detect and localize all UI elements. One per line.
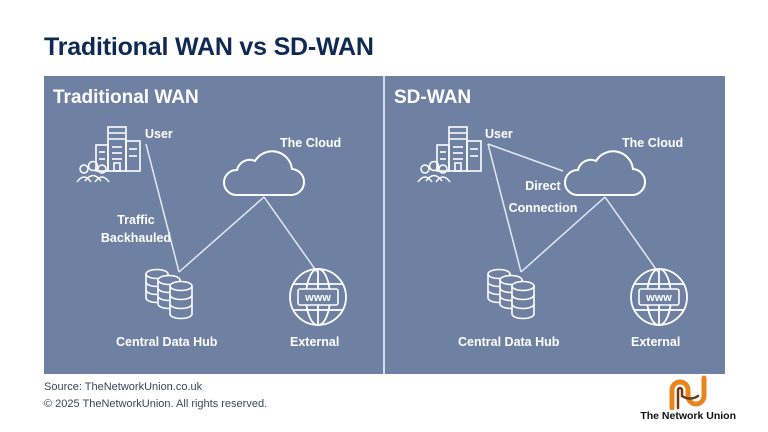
cloud-icon xyxy=(564,150,646,197)
user-to-hub-line xyxy=(145,143,180,273)
source-text: Source: TheNetworkUnion.co.uk xyxy=(44,381,203,393)
direct-label-line1: Direct xyxy=(525,179,561,193)
cloud-label: The Cloud xyxy=(280,136,342,150)
network-union-logo-icon xyxy=(669,375,707,410)
building-icon xyxy=(76,126,141,183)
panel-title: SD-WAN xyxy=(394,87,472,108)
traffic-backhauled-label: Traffic Backhauled xyxy=(96,211,176,247)
external-label: External xyxy=(290,335,340,349)
globe-icon: www xyxy=(289,268,347,326)
cloud-to-hub-line xyxy=(520,196,606,273)
hub-label: Central Data Hub xyxy=(116,335,218,349)
traffic-label-line1: Traffic xyxy=(117,213,155,227)
cloud-to-hub-line xyxy=(178,196,265,273)
direct-label-line2: Connection xyxy=(508,201,578,215)
sd-wan-panel: SD-WAN User xyxy=(385,76,725,374)
hub-label: Central Data Hub xyxy=(458,335,560,349)
user-label: User xyxy=(485,127,513,141)
user-to-cloud-line xyxy=(487,143,564,172)
database-icon xyxy=(487,268,535,320)
www-text: www xyxy=(645,292,672,304)
panel-divider xyxy=(383,76,385,374)
building-icon xyxy=(417,126,482,183)
copyright-text: © 2025 TheNetworkUnion. All rights reser… xyxy=(44,398,268,410)
connection-lines xyxy=(145,143,318,273)
database-icon xyxy=(145,268,193,320)
user-label: User xyxy=(145,127,173,141)
traditional-wan-panel: Traditional WAN xyxy=(44,76,384,374)
cloud-icon xyxy=(223,150,305,197)
page-title: Traditional WAN vs SD-WAN xyxy=(44,33,374,61)
panel-title: Traditional WAN xyxy=(53,87,199,108)
connection-lines xyxy=(487,143,659,273)
cloud-to-external-line xyxy=(263,196,318,273)
direct-connection-label: Direct Connection xyxy=(500,175,586,219)
brand-name: The Network Union xyxy=(640,410,736,422)
external-label: External xyxy=(631,335,681,349)
user-to-hub-line xyxy=(487,143,522,273)
cloud-to-external-line xyxy=(604,196,659,273)
cloud-label: The Cloud xyxy=(622,136,684,150)
globe-icon: www xyxy=(630,268,688,326)
traffic-label-line2: Backhauled xyxy=(100,231,172,245)
www-text: www xyxy=(304,292,331,304)
